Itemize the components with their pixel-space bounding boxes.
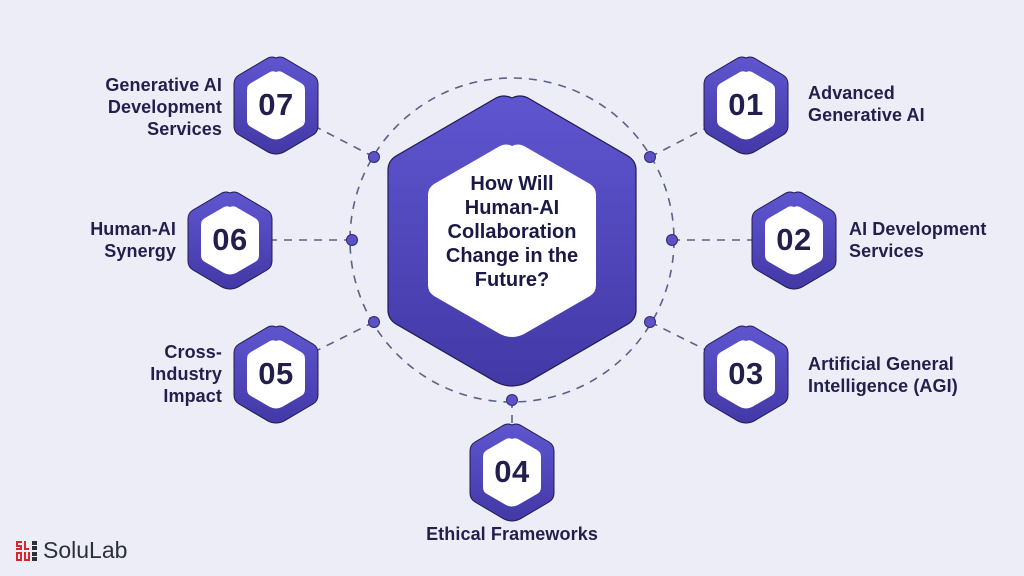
dot-04 — [506, 394, 518, 406]
dot-06 — [346, 234, 358, 246]
label-line: Artificial General — [808, 354, 954, 374]
dot-01 — [644, 151, 656, 163]
item-number-04: 04 — [494, 454, 530, 489]
dot-02 — [666, 234, 678, 246]
item-number-07: 07 — [258, 87, 294, 122]
item-number-02: 02 — [776, 222, 812, 257]
label-line: Impact — [163, 386, 222, 406]
item-label-02: AI Development Services — [849, 218, 986, 262]
label-line: Services — [849, 241, 924, 261]
label-line: Human-AI — [90, 219, 176, 239]
dot-05 — [368, 316, 380, 328]
label-line: Intelligence (AGI) — [808, 376, 958, 396]
label-line: Development — [107, 97, 222, 117]
item-number-03: 03 — [728, 356, 764, 391]
brand-logo: SoluLab — [16, 537, 127, 564]
item-label-03: Artificial General Intelligence (AGI) — [808, 353, 958, 397]
center-title: How Will Human-AI Collaboration Change i… — [412, 172, 612, 292]
label-line: Generative AI — [808, 105, 925, 125]
label-line: Cross- — [164, 342, 222, 362]
center-title-line: Human-AI — [464, 197, 560, 219]
label-line: Synergy — [104, 241, 176, 261]
center-title-line: Change in the — [445, 245, 579, 267]
item-label-06: Human-AI Synergy — [40, 218, 176, 262]
solulab-logo-icon — [16, 540, 37, 561]
dot-03 — [644, 316, 656, 328]
center-title-line: How Will — [470, 173, 554, 195]
item-label-07: Generative AI Development Services — [60, 74, 222, 140]
dot-07 — [368, 151, 380, 163]
item-label-05: Cross- Industry Impact — [100, 341, 222, 407]
label-line: Advanced — [808, 83, 895, 103]
label-line: AI Development — [849, 219, 987, 239]
brand-name: SoluLab — [43, 537, 128, 563]
item-number-01: 01 — [728, 87, 764, 122]
center-hexagon — [387, 95, 637, 387]
connector-dots — [346, 151, 678, 406]
center-title-line: Collaboration — [447, 221, 577, 243]
label-line: Industry — [150, 364, 222, 384]
item-number-05: 05 — [258, 356, 294, 391]
item-label-04: Ethical Frameworks — [392, 523, 632, 545]
item-label-01: Advanced Generative AI — [808, 82, 925, 126]
item-number-06: 06 — [212, 222, 248, 257]
label-line: Services — [147, 119, 222, 139]
label-line: Generative AI — [105, 75, 222, 95]
center-title-line: Future? — [474, 269, 550, 291]
label-line: Ethical Frameworks — [426, 524, 598, 544]
